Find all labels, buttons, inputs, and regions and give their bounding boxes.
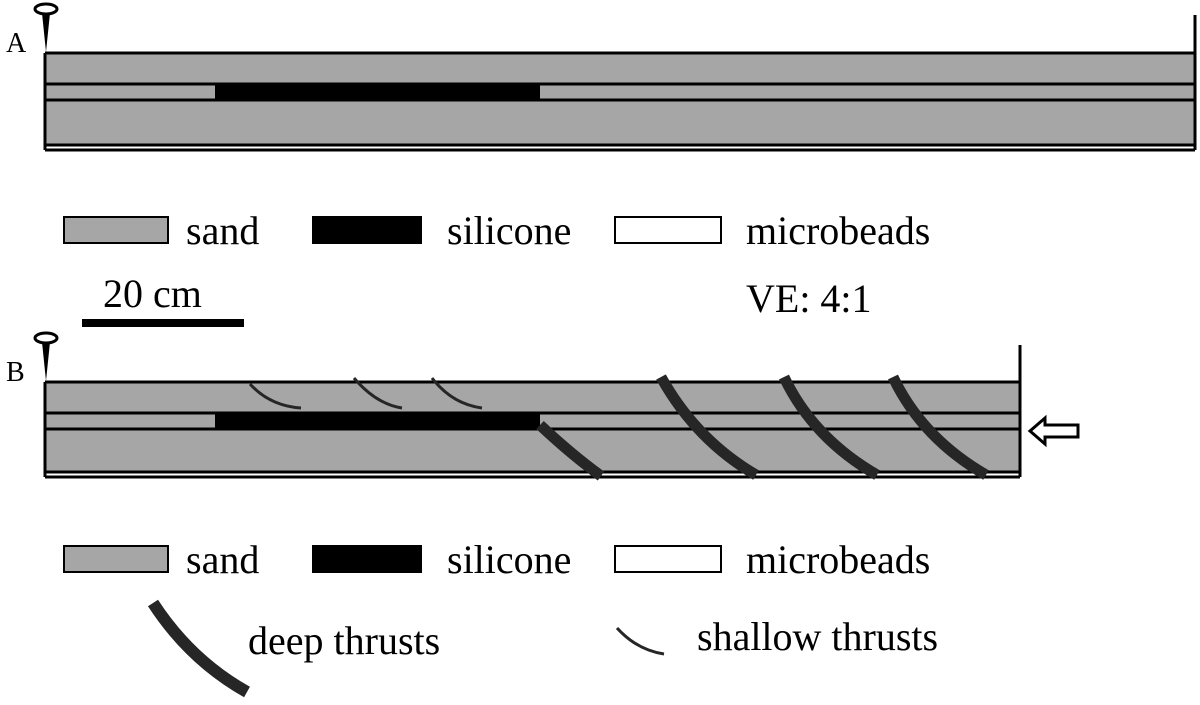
sand-legend-label: sand bbox=[186, 537, 260, 582]
silicone-swatch bbox=[312, 216, 422, 244]
pin-icon bbox=[33, 2, 59, 52]
microbeads-swatch bbox=[614, 216, 722, 244]
deep-thrust bbox=[536, 420, 605, 481]
shallow-thrust bbox=[430, 377, 483, 410]
panel-a-label: A bbox=[6, 28, 27, 59]
deep-thrust-legend-symbol bbox=[147, 599, 250, 698]
shallow-thrust-legend-symbol bbox=[615, 626, 665, 656]
microbeads-legend-label: microbeads bbox=[746, 537, 931, 582]
silicone-layer bbox=[215, 413, 540, 429]
shallow-thrust bbox=[352, 377, 403, 410]
panel-a-section bbox=[33, 2, 1197, 152]
silicone-legend-label: silicone bbox=[447, 537, 572, 582]
sand-legend-label: sand bbox=[186, 208, 260, 253]
silicone-legend-label: silicone bbox=[447, 208, 572, 253]
scale-bar bbox=[82, 319, 244, 327]
panel-b-section bbox=[33, 331, 1080, 481]
pin-icon bbox=[33, 331, 59, 381]
deep-thrust bbox=[656, 374, 759, 480]
sand-swatch bbox=[63, 216, 169, 244]
shallow-thrust bbox=[248, 382, 302, 410]
deep-thrusts-legend-label: deep thrusts bbox=[248, 618, 441, 663]
deep-thrust bbox=[888, 374, 989, 480]
silicone-layer bbox=[215, 84, 540, 100]
sand-swatch bbox=[63, 545, 169, 573]
arrow-left-icon bbox=[1027, 414, 1080, 448]
scale-bar-label: 20 cm bbox=[103, 271, 202, 316]
microbeads-swatch bbox=[614, 545, 722, 573]
deep-thrust bbox=[779, 374, 880, 480]
shallow-thrusts-legend-label: shallow thrusts bbox=[697, 614, 939, 659]
panel-b-label: B bbox=[6, 357, 25, 388]
vertical-exaggeration-label: VE: 4:1 bbox=[746, 276, 872, 321]
microbeads-legend-label: microbeads bbox=[746, 208, 931, 253]
silicone-swatch bbox=[312, 545, 422, 573]
